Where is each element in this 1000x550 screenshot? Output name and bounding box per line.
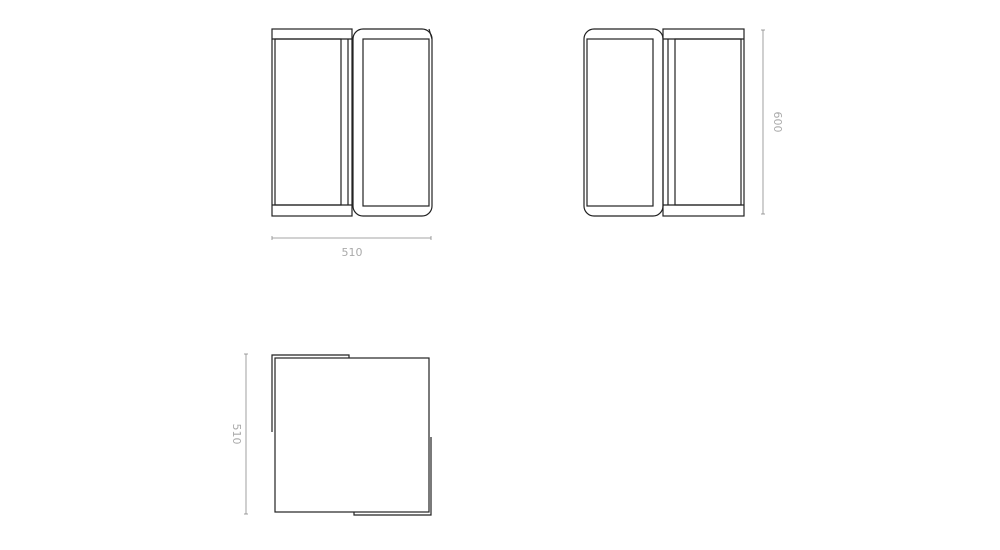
dimension-label-depth: 510	[230, 424, 243, 445]
front-view	[271, 28, 433, 217]
top-view	[271, 354, 432, 516]
side-view	[583, 28, 745, 217]
dimension-label-height: 600	[771, 112, 784, 133]
dimension-top-depth: 510	[230, 353, 248, 515]
dimension-side-height: 600	[761, 29, 784, 215]
dimension-front-width: 510	[271, 236, 432, 259]
dimension-label-width: 510	[342, 246, 363, 259]
